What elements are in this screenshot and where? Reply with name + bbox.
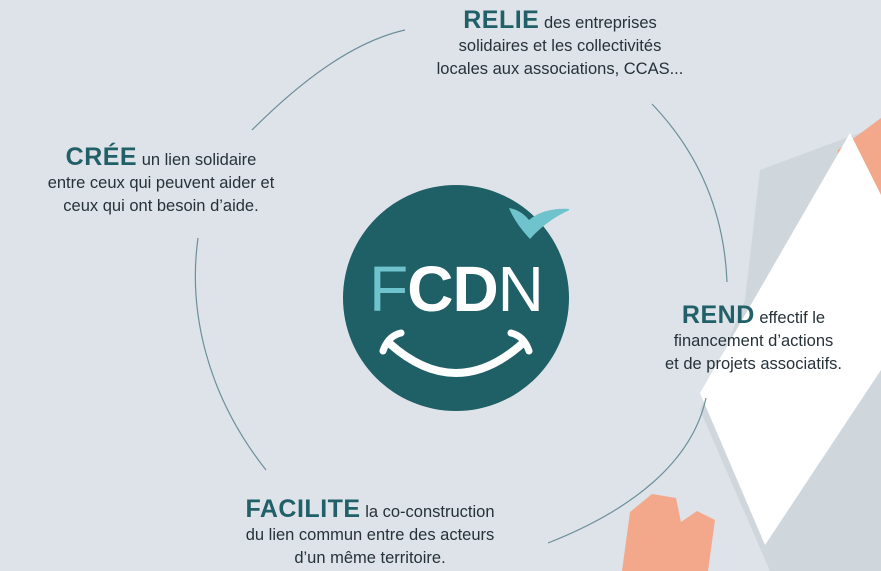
keyword-rend: REND — [681, 301, 755, 329]
block-facilite-line-2: du lien commun entre des acteurs — [245, 526, 495, 544]
block-facilite: FACILITE la co-construction du lien comm… — [180, 495, 560, 570]
block-rend-line-2: financement d’actions — [673, 332, 834, 350]
block-relie-line-1: RELIE des entreprises — [370, 6, 750, 35]
cycle-arc-top-left — [251, 29, 406, 131]
cycle-arc-right — [651, 103, 728, 283]
logo-letters-cd: CD — [407, 253, 498, 325]
block-rend-text-1: effectif le — [759, 309, 826, 327]
sleeve-illustration — [700, 133, 881, 545]
block-facilite-line-3: d’un même territoire. — [294, 549, 446, 567]
cycle-arc-bottom-right — [547, 397, 707, 544]
cycle-arc-left — [194, 237, 267, 471]
check-icon — [509, 208, 569, 239]
keyword-facilite: FACILITE — [245, 495, 361, 523]
block-cree-line-1: CRÉE un lien solidaire — [0, 143, 322, 172]
keyword-relie: RELIE — [463, 6, 540, 34]
logo-letter-f: F — [369, 253, 408, 325]
block-rend-line-3: et de projets associatifs. — [664, 355, 842, 373]
keyword-cree: CRÉE — [65, 143, 138, 171]
cycle-arcs — [194, 29, 728, 544]
block-cree-line-2: entre ceux qui peuvent aider et — [47, 174, 275, 192]
logo-letter-n: N — [497, 253, 544, 325]
logo-wordmark: FCDN — [343, 257, 569, 321]
block-facilite-line-1: FACILITE la co-construction — [180, 495, 560, 524]
block-rend-line-1: REND effectif le — [626, 301, 881, 330]
hand-bottom-illustration — [622, 494, 715, 571]
block-cree-text-1: un lien solidaire — [141, 151, 257, 169]
block-relie-line-2: solidaires et les collectivités — [458, 37, 662, 55]
smile-right-dimple — [507, 329, 533, 355]
logo-graphic — [343, 185, 569, 411]
block-relie-line-3: locales aux associations, CCAS... — [436, 60, 684, 78]
block-cree-line-3: ceux qui ont besoin d’aide. — [63, 197, 259, 215]
fcdn-logo: FCDN — [343, 185, 569, 411]
block-cree: CRÉE un lien solidaire entre ceux qui pe… — [0, 143, 322, 218]
smile-icon — [385, 339, 527, 377]
smile-left-dimple — [379, 329, 405, 355]
block-relie-text-1: des entreprises — [543, 14, 657, 32]
block-rend: REND effectif le financement d’actions e… — [626, 301, 881, 376]
block-relie: RELIE des entreprises solidaires et les … — [370, 6, 750, 81]
block-facilite-text-1: la co-construction — [365, 503, 495, 521]
